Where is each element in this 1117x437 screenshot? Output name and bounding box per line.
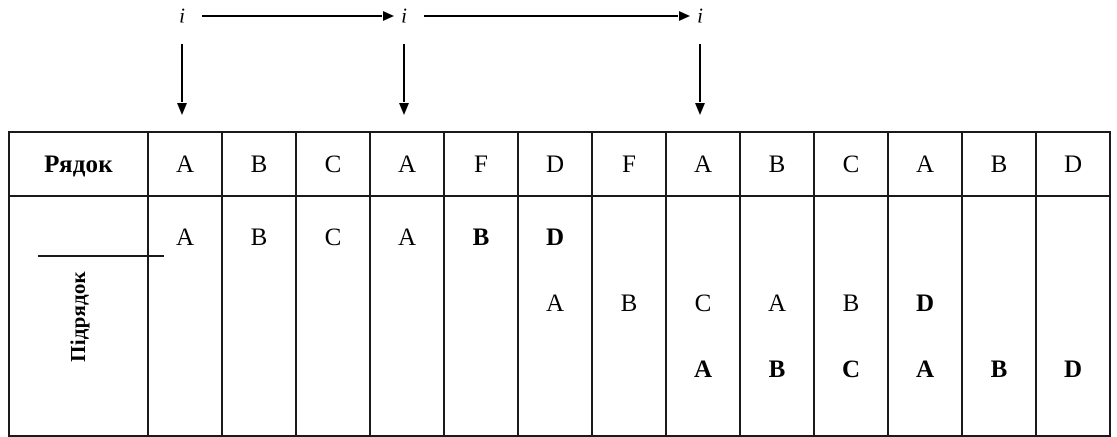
body-line-2-char: A [767, 290, 787, 317]
body-line-2-char [963, 271, 1035, 337]
sub-label-strike-line [38, 255, 164, 257]
body-line-2-char: D [915, 290, 935, 317]
pointer-label-3: i [697, 3, 703, 28]
vertical-arrow-1 [181, 44, 183, 102]
body-cell-col5: B [443, 195, 519, 437]
body-line-3-char [371, 337, 443, 403]
header-cell: D [1035, 131, 1111, 197]
header-cell: B [221, 131, 297, 197]
header-cell: C [813, 131, 889, 197]
body-cell-lines: A [149, 197, 221, 435]
body-line-3-char: C [841, 356, 861, 383]
horizontal-arrow-2 [424, 15, 678, 17]
body-line-1-char [1037, 205, 1109, 271]
body-cell-col13: D [1035, 195, 1111, 437]
body-line-3-char: D [1063, 356, 1083, 383]
horizontal-arrow-1 [202, 15, 382, 17]
body-cell-col4: A [369, 195, 445, 437]
body-line-3-char: B [990, 356, 1008, 383]
vertical-arrow-2 [403, 44, 405, 102]
body-line-2-char: B [620, 290, 638, 317]
body-line-3-char [519, 337, 591, 403]
body-line-1-char [667, 205, 739, 271]
body-line-3-char [223, 337, 295, 403]
body-line-2-char [445, 271, 517, 337]
body-cell-col3: C [295, 195, 371, 437]
body-line-1-char: C [324, 224, 342, 251]
header-cell: D [517, 131, 593, 197]
body-line-3-char: B [768, 356, 786, 383]
body-line-2-char: C [694, 290, 712, 317]
sub-label-rotator: Підрядок [10, 197, 147, 435]
body-line-3-char [445, 337, 517, 403]
body-line-1-char [741, 205, 813, 271]
body-cell-col12: B [961, 195, 1037, 437]
body-line-3-char [297, 337, 369, 403]
header-cell: C [295, 131, 371, 197]
body-line-1-char: B [472, 224, 490, 251]
body-line-2-char [297, 271, 369, 337]
body-line-3-char [149, 337, 221, 403]
body-line-1-char: A [175, 224, 195, 251]
body-line-1-char: A [397, 224, 417, 251]
sub-label-text: Підрядок [66, 270, 90, 362]
body-cell-lines: A [371, 197, 443, 435]
body-line-1-char [963, 205, 1035, 271]
body-cell-lines: D [1037, 197, 1109, 435]
body-cell-col2: B [221, 195, 297, 437]
header-cell: F [591, 131, 667, 197]
body-cell-lines: B [445, 197, 517, 435]
pointer-band: i i i [0, 0, 1117, 131]
row-label-cell: Рядок [8, 131, 149, 197]
header-cell: A [369, 131, 445, 197]
body-line-2-char [149, 271, 221, 337]
body-line-1-char: B [250, 224, 268, 251]
body-line-3-char: A [915, 356, 935, 383]
body-line-2-char [1037, 271, 1109, 337]
body-cell-col7: B [591, 195, 667, 437]
body-line-1-char [815, 205, 887, 271]
alignment-table: Рядок A B C A F D F A B C A B D Підрядок [8, 131, 1111, 437]
header-cell: B [961, 131, 1037, 197]
body-line-3-char [593, 337, 665, 403]
body-cell-lines: B [593, 197, 665, 435]
pointer-label-2: i [401, 3, 407, 28]
vertical-arrow-3 [699, 44, 701, 102]
body-line-1-char [889, 205, 961, 271]
header-cell: A [147, 131, 223, 197]
header-cell: B [739, 131, 815, 197]
body-line-2-char [223, 271, 295, 337]
body-cell-col1: A [147, 195, 223, 437]
body-cell-lines: B [963, 197, 1035, 435]
table-row-header: Рядок A B C A F D F A B C A B D [8, 131, 1111, 197]
sub-label-cell: Підрядок [8, 195, 164, 437]
header-cell: A [887, 131, 963, 197]
body-cell-lines: C [297, 197, 369, 435]
body-line-3-char: A [693, 356, 713, 383]
pointer-label-1: i [179, 3, 185, 28]
body-line-2-char: B [842, 290, 860, 317]
header-cell: A [665, 131, 741, 197]
body-line-1-char [593, 205, 665, 271]
body-line-2-char: A [545, 290, 565, 317]
body-line-2-char [371, 271, 443, 337]
body-line-1-char: D [545, 224, 565, 251]
body-cell-lines: B [223, 197, 295, 435]
header-cell: F [443, 131, 519, 197]
